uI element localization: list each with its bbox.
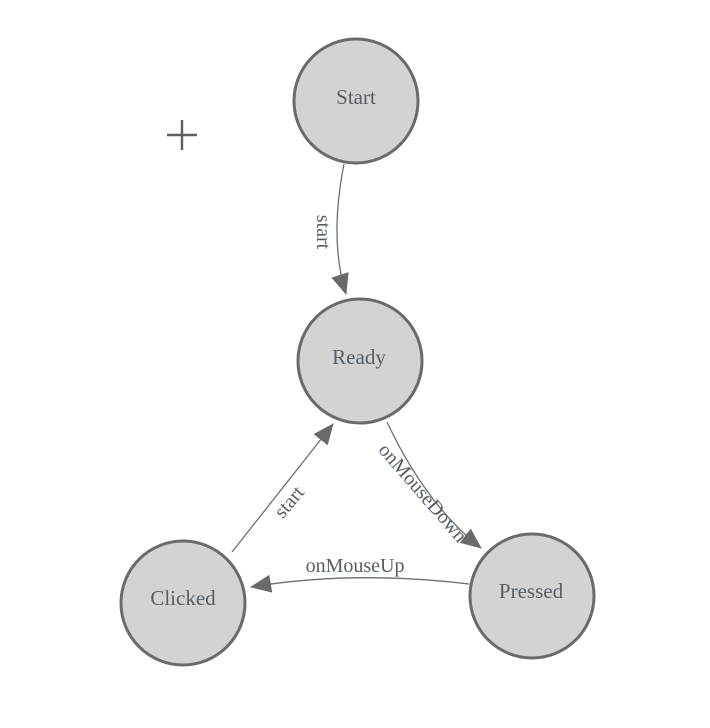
node-label-start: Start: [336, 85, 376, 109]
edge-label-onmousedown: onMouseDown: [374, 439, 472, 547]
node-label-clicked: Clicked: [150, 586, 216, 610]
crosshair-cursor-icon: [167, 120, 197, 150]
node-label-pressed: Pressed: [499, 579, 564, 603]
edge-pressed-to-clicked[interactable]: onMouseUp: [250, 555, 470, 593]
node-label-ready: Ready: [332, 345, 386, 369]
edge-line-pressed-to-clicked[interactable]: [250, 574, 470, 593]
edge-line-clicked-to-ready[interactable]: [231, 423, 334, 553]
node-start[interactable]: Start: [292, 37, 420, 165]
edge-line-ready-to-pressed[interactable]: [386, 421, 482, 549]
node-circle-start[interactable]: [292, 37, 420, 165]
node-pressed[interactable]: Pressed: [468, 532, 596, 660]
edge-label-start-2: start: [270, 482, 309, 523]
edge-start-to-ready[interactable]: start: [312, 163, 349, 295]
node-circle-clicked[interactable]: [119, 539, 247, 667]
node-circle-pressed[interactable]: [468, 532, 596, 660]
edge-label-start: start: [312, 215, 334, 250]
edge-label-onmouseup: onMouseUp: [306, 555, 405, 577]
node-clicked[interactable]: Clicked: [119, 539, 247, 667]
node-circle-ready[interactable]: [296, 297, 424, 425]
edge-clicked-to-ready[interactable]: start: [231, 423, 334, 553]
edge-ready-to-pressed[interactable]: onMouseDown: [374, 421, 482, 549]
edge-line-start-to-ready[interactable]: [331, 163, 349, 295]
node-ready[interactable]: Ready: [296, 297, 424, 425]
